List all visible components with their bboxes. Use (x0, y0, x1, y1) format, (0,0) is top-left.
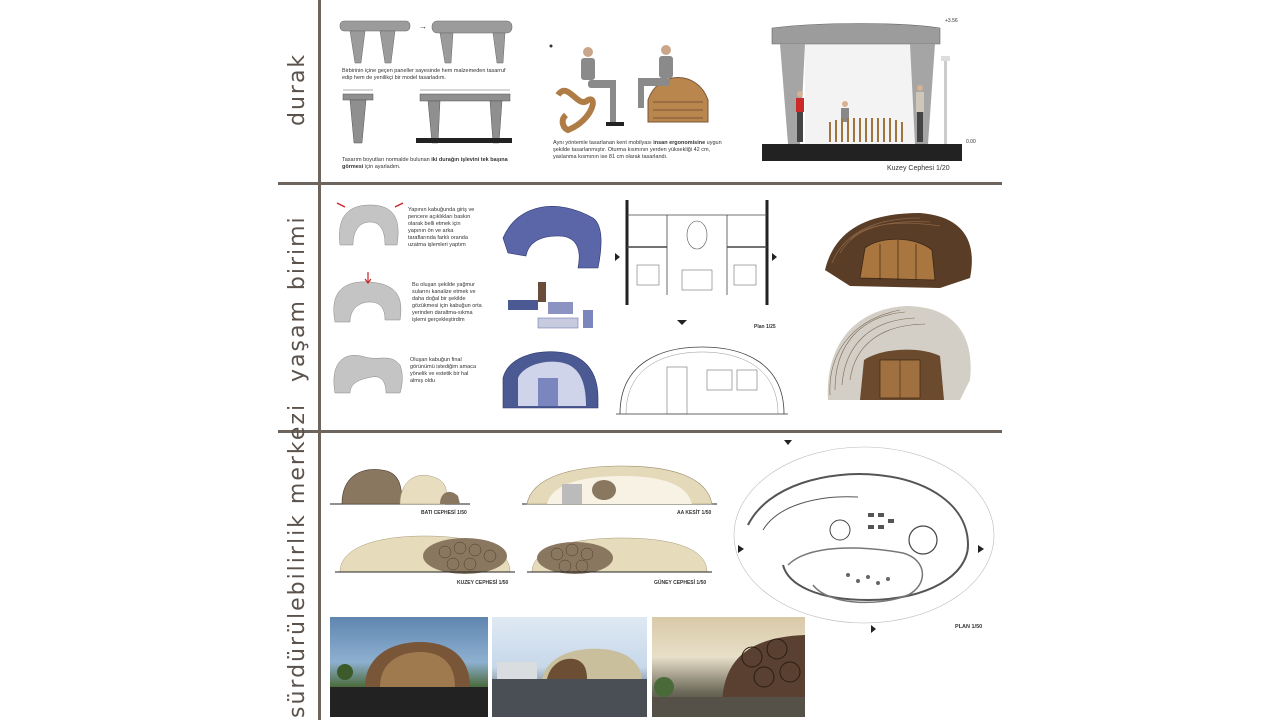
durak-text-2: Tasarım boyutları normalde bulunan iki d… (342, 157, 508, 170)
plan-caption: Plan 1/25 (754, 324, 776, 330)
kuzey-elevation-drawing (335, 535, 515, 574)
bus-stop-panel-diagram: → (339, 20, 513, 64)
bati-elevation-drawing (330, 469, 470, 505)
living-unit-plan (615, 200, 777, 325)
yasam-step-2: Bu oluşan şekilde yağmur sularını kanali… (412, 282, 482, 323)
shell-3d-render (502, 206, 602, 269)
render-photo-1 (330, 617, 488, 717)
shell-section-render (502, 351, 599, 409)
durak-text-1: Birbirinin içine geçen paneller sayesind… (342, 68, 506, 81)
yasam-step-1: Yapının kabuğunda giriş ve pencere açıkl… (408, 207, 475, 248)
section-divider-1 (278, 182, 1002, 185)
render-photo-2 (492, 617, 647, 717)
section-title-durak: durak (285, 52, 310, 126)
shell-form-step-2 (333, 272, 402, 323)
bench-ergonomics-illustration (549, 44, 709, 134)
aa-section-drawing (522, 465, 717, 505)
elevation-top-level: +3.56 (945, 18, 958, 24)
aa-caption: AA KESİT 1/50 (677, 510, 712, 516)
kuzey-caption: KUZEY CEPHESİ 1/50 (457, 580, 509, 586)
shell-form-step-1 (336, 202, 404, 246)
center-oval-plan (733, 440, 995, 633)
section-divider-2 (278, 430, 1002, 433)
bati-caption: BATI CEPHESİ 1/50 (421, 510, 467, 516)
vertical-divider (318, 0, 321, 720)
elevation-bottom-level: 0.00 (966, 139, 976, 145)
durak-text-3: Aynı yöntemle tasarlanan kent mobilyası … (553, 140, 722, 160)
wood-shell-render-1 (825, 213, 972, 288)
render-photo-3 (652, 617, 805, 717)
section-title-surdurulebilirlik: sürdürülebilirlik merkezi (285, 402, 310, 718)
bus-stop-elevation (762, 23, 962, 161)
section-title-yasam: yaşam birimi (285, 215, 310, 382)
svg-text:→: → (419, 22, 427, 31)
wood-shell-render-2 (827, 306, 971, 400)
elevation-caption: Kuzey Cephesi 1/20 (887, 165, 950, 172)
yasam-step-3: Oluşan kabuğun final görünümü istediğim … (410, 357, 477, 384)
guney-caption: GÜNEY CEPHESİ 1/50 (654, 580, 707, 586)
bus-stop-dimension-drawing (342, 89, 512, 144)
interior-furniture-render (508, 282, 593, 329)
guney-elevation-drawing (527, 537, 712, 574)
plan-50-caption: PLAN 1/50 (955, 624, 983, 630)
shell-form-step-3 (333, 355, 403, 394)
living-unit-section (616, 346, 788, 415)
